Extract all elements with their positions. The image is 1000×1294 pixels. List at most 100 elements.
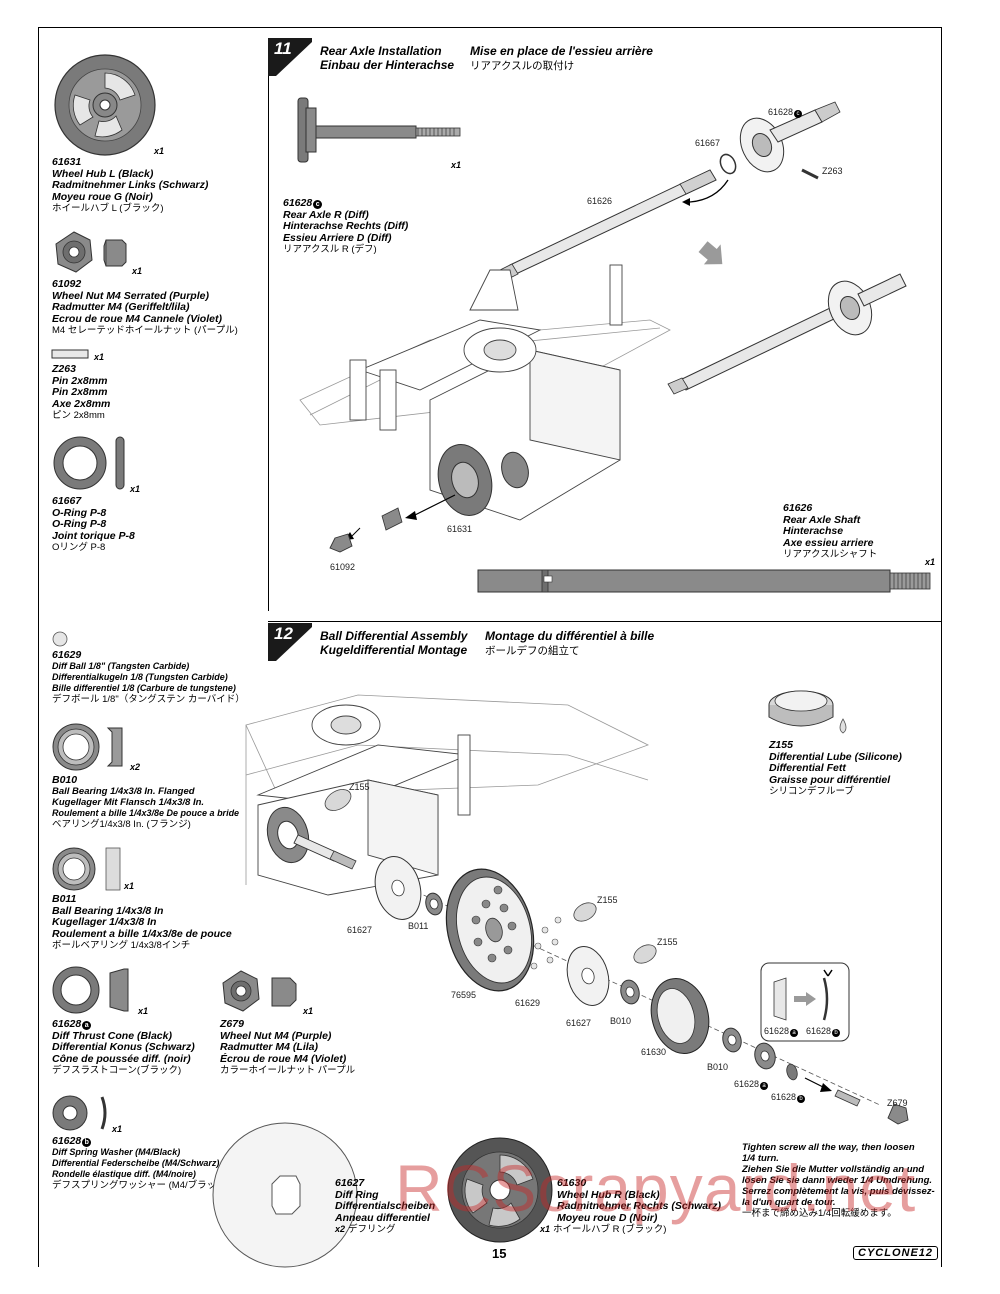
part-name-fr: Essieu Arriere D (Diff): [283, 231, 392, 244]
step-11-number: 11: [274, 39, 292, 58]
step-12-title: Ball Differential Assembly Kugeldifferen…: [320, 629, 467, 657]
part-name-de: Pin 2x8mm: [52, 386, 108, 398]
part-name-en: Wheel Nut M4 (Purple): [220, 1029, 332, 1042]
part-name-de: Hinterachse Rechts (Diff): [283, 220, 409, 232]
part-61628b-qty: x1: [112, 1124, 123, 1134]
part-name-en: Wheel Nut M4 Serrated (Purple): [52, 289, 209, 302]
rear-axle-shaft-illustration: [477, 569, 931, 593]
part-61631-qty: x1: [154, 146, 165, 156]
part-name-fr: Axe 2x8mm: [52, 397, 111, 410]
part-name-fr: Graisse pour différentiel: [769, 773, 891, 786]
part-b010-label: B010 Ball Bearing 1/4x3/8 In. Flanged Ku…: [52, 775, 239, 831]
part-61628c-qty: x1: [451, 160, 462, 170]
pin-illustration: [51, 349, 89, 359]
o-ring-illustration: [53, 436, 125, 490]
callout-z263: Z263: [822, 166, 843, 176]
spring-washer-illustration: [52, 1095, 107, 1131]
step-12-badge: [268, 623, 312, 661]
part-name-en: Wheel Hub R (Black): [557, 1188, 660, 1201]
part-name-en: Wheel Hub L (Black): [52, 167, 154, 180]
part-name-de: Differential Fett: [769, 762, 846, 774]
part-name-en: Diff Ring: [335, 1188, 379, 1201]
step-11-exploded-axle-diagram: [499, 101, 841, 281]
callout-61631: 61631: [447, 524, 473, 534]
part-name-fr: Joint torique P-8: [52, 529, 135, 542]
part-number: 61092: [52, 278, 82, 290]
part-name-en: Diff Ball 1/8" (Tangsten Carbide): [52, 661, 190, 671]
wheel-nut-serrated-illustration: [55, 231, 127, 273]
callout-b011: B011: [408, 921, 429, 931]
part-name-jp: リアアクスル R (デフ): [283, 244, 377, 255]
part-name-fr: Écrou de roue M4 (Violet): [220, 1052, 347, 1065]
diff-ball-illustration: [52, 631, 68, 647]
callout-z155-a: Z155: [349, 782, 370, 792]
part-61630-label: 61630 Wheel Hub R (Black) Radmitnehmer R…: [557, 1177, 721, 1224]
part-61092-label: 61092 Wheel Nut M4 Serrated (Purple) Rad…: [52, 278, 238, 337]
part-number: B011: [52, 893, 77, 905]
part-name-fr: Axe essieu arriere: [783, 536, 874, 549]
part-name-de: Radmutter M4 (Lila): [220, 1041, 319, 1053]
callout-61667: 61667: [695, 138, 721, 148]
step-12-exploded-diff-diagram: [374, 856, 909, 1125]
step-12-title-fr: Montage du différentiel à bille: [485, 629, 655, 643]
part-name-en: Differential Lube (Silicone): [769, 750, 902, 763]
callout-61630: 61630: [641, 1047, 667, 1057]
part-name-jp: リアアクスルシャフト: [783, 549, 878, 560]
part-name-de: Differential Federscheibe (M4/Schwarz): [52, 1158, 220, 1168]
orientation-inset: [760, 962, 850, 1042]
part-name-jp: シリコンデフルーブ: [769, 786, 854, 797]
wheel-hub-r-illustration: [447, 1137, 553, 1243]
callout-76595: 76595: [451, 990, 477, 1000]
part-name-fr: Ecrou de roue M4 Cannele (Violet): [52, 312, 222, 325]
step-11-title-de: Einbau der Hinterachse: [320, 58, 455, 72]
step-12-title-de: Kugeldifferential Montage: [320, 643, 468, 657]
part-name-en: Rear Axle R (Diff): [283, 208, 369, 221]
part-name-jp: デフボール 1/8"（タングステン カーバイド）: [52, 694, 245, 705]
step-11-title: Rear Axle Installation Einbau der Hinter…: [320, 44, 454, 72]
part-61630-qty: x1: [540, 1224, 551, 1234]
part-61667-label: 61667 O-Ring P-8 O-Ring P-8 Joint toriqu…: [52, 495, 135, 554]
step-11-title-jp: リアアクスルの取付け: [470, 60, 575, 72]
part-qty-jp: x2 デフリング: [335, 1224, 396, 1235]
part-name-de: Radmutter M4 (Geriffelt/lila): [52, 301, 190, 313]
part-number: 61667: [52, 495, 82, 507]
product-logo: CYCLONE12: [853, 1246, 939, 1260]
part-name-de: Differentialkugeln 1/8 (Tungsten Carbide…: [52, 672, 228, 682]
sub-c-icon: c: [313, 200, 323, 209]
part-name-de: Radmitnehmer Links (Schwarz): [52, 179, 209, 191]
step-12-number: 12: [274, 624, 293, 643]
part-number: 61627: [335, 1177, 365, 1189]
sub-b-icon: b: [797, 1095, 806, 1103]
step-11-badge: [268, 38, 312, 76]
part-61631-label: 61631 Wheel Hub L (Black) Radmitnehmer L…: [52, 156, 209, 215]
part-name-de: Differential Konus (Schwarz): [52, 1041, 195, 1053]
part-61626-qty: x1: [925, 557, 936, 567]
part-name-de: Radmitnehmer Rechts (Schwarz): [557, 1200, 721, 1212]
watermark: RCScrapyard.net: [395, 1151, 917, 1225]
part-z679-label: Z679 Wheel Nut M4 (Purple) Radmutter M4 …: [220, 1018, 355, 1077]
bearing-illustration: [52, 847, 121, 891]
part-name-en: Ball Bearing 1/4x3/8 In. Flanged: [52, 786, 195, 797]
part-name-jp: M4 セレーテッドホイールナット (パープル): [52, 325, 238, 336]
wheel-nut-illustration: [222, 970, 297, 1012]
callout-z155-c: Z155: [657, 937, 678, 947]
callout-61092: 61092: [330, 562, 356, 572]
wheel-hub-l-illustration: [54, 54, 156, 156]
diff-ring-illustration: [212, 1122, 358, 1268]
part-z263-qty: x1: [94, 352, 105, 362]
part-name-jp: デフスプリングワッシャー (M4/ブラック): [52, 1180, 229, 1191]
sub-b-icon: b: [82, 1138, 92, 1147]
step-12-title-en: Ball Differential Assembly: [320, 629, 468, 643]
part-b010-qty: x2: [130, 762, 141, 772]
part-number: Z263: [52, 363, 76, 375]
callout-61627-b: 61627: [566, 1018, 592, 1028]
flanged-bearing-illustration: [52, 723, 123, 771]
part-name-fr: Moyeu roue G (Noir): [52, 190, 153, 203]
part-name-en: O-Ring P-8: [52, 506, 107, 519]
